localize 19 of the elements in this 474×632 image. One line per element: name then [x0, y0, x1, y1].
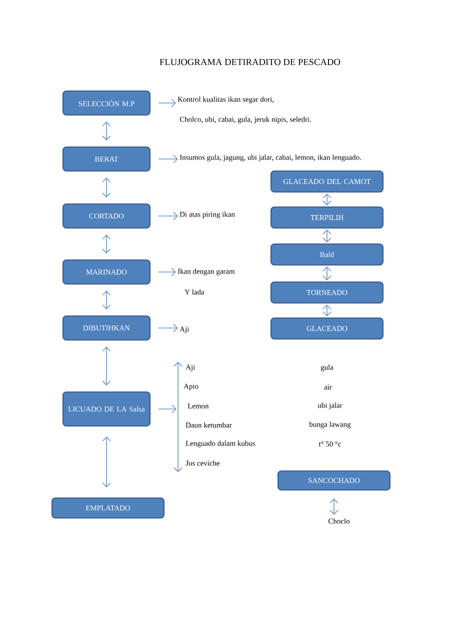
arrow: [322, 266, 332, 280]
title: FLUJOGRAMA DETIRADITO DE PESCADO: [160, 58, 340, 66]
arrow: [158, 268, 176, 276]
arrow: [322, 194, 332, 206]
arrow: [102, 122, 111, 140]
arrow: [330, 498, 338, 515]
arrow: [102, 346, 111, 386]
arrow: [102, 234, 111, 254]
arrow: [322, 304, 332, 316]
arrow: [102, 290, 111, 310]
arrow: [158, 212, 178, 220]
arrow: [158, 324, 178, 332]
arrow: [158, 154, 178, 164]
arrow: [158, 404, 176, 414]
arrow: [322, 230, 332, 242]
bracket-arrow: [174, 362, 182, 472]
arrow: [158, 98, 176, 108]
arrow: [102, 436, 111, 488]
arrow: [102, 178, 111, 198]
